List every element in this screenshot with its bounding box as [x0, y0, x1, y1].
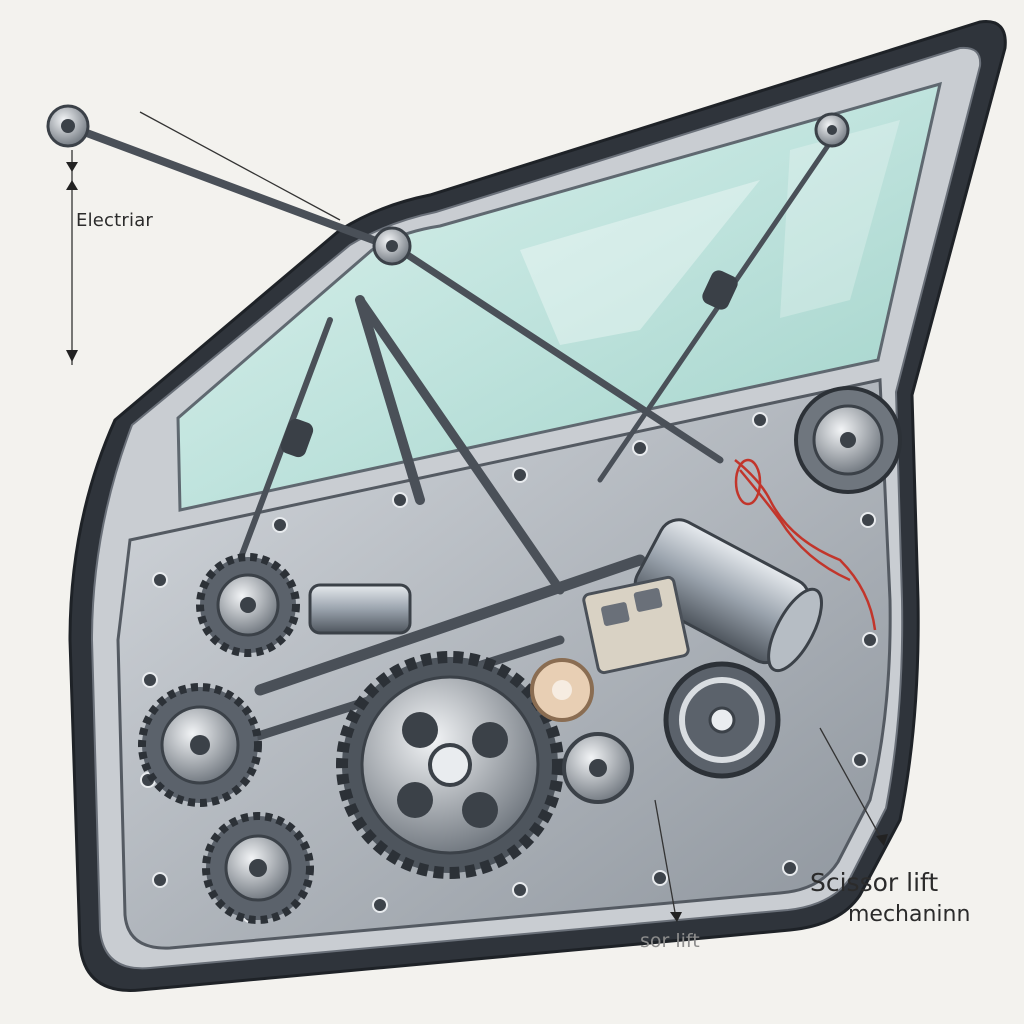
left-middle-pulley	[138, 683, 262, 807]
callout-label-electric: Electriar	[76, 210, 154, 231]
cable-pulley	[814, 112, 850, 148]
small-idler-pulley	[562, 732, 634, 804]
cable-tensioner	[702, 270, 738, 310]
callout-label-scissor-lift: Scissor lift	[810, 868, 939, 897]
arm-pivot	[372, 226, 412, 266]
cable-tensioner	[280, 418, 314, 458]
gearbox-housing	[308, 583, 412, 635]
callout-label-mechanism: mechaninn	[848, 902, 971, 927]
motor-bracket	[582, 575, 690, 675]
glass-reflection	[520, 180, 760, 345]
bearing-cap	[530, 658, 594, 722]
callout-arrowheads	[66, 162, 888, 922]
left-upper-gear	[196, 553, 300, 657]
top-pulley	[46, 104, 90, 148]
electric-motor	[633, 518, 823, 673]
wiring-harness	[734, 458, 877, 631]
large-drive-gear	[336, 651, 564, 879]
right-wheel-pulley	[663, 661, 781, 779]
door-inner-panel	[116, 378, 892, 950]
left-lower-gear	[202, 812, 314, 924]
speaker-housing	[794, 386, 902, 494]
callout-label-sor-lift: sor lift	[640, 930, 700, 952]
